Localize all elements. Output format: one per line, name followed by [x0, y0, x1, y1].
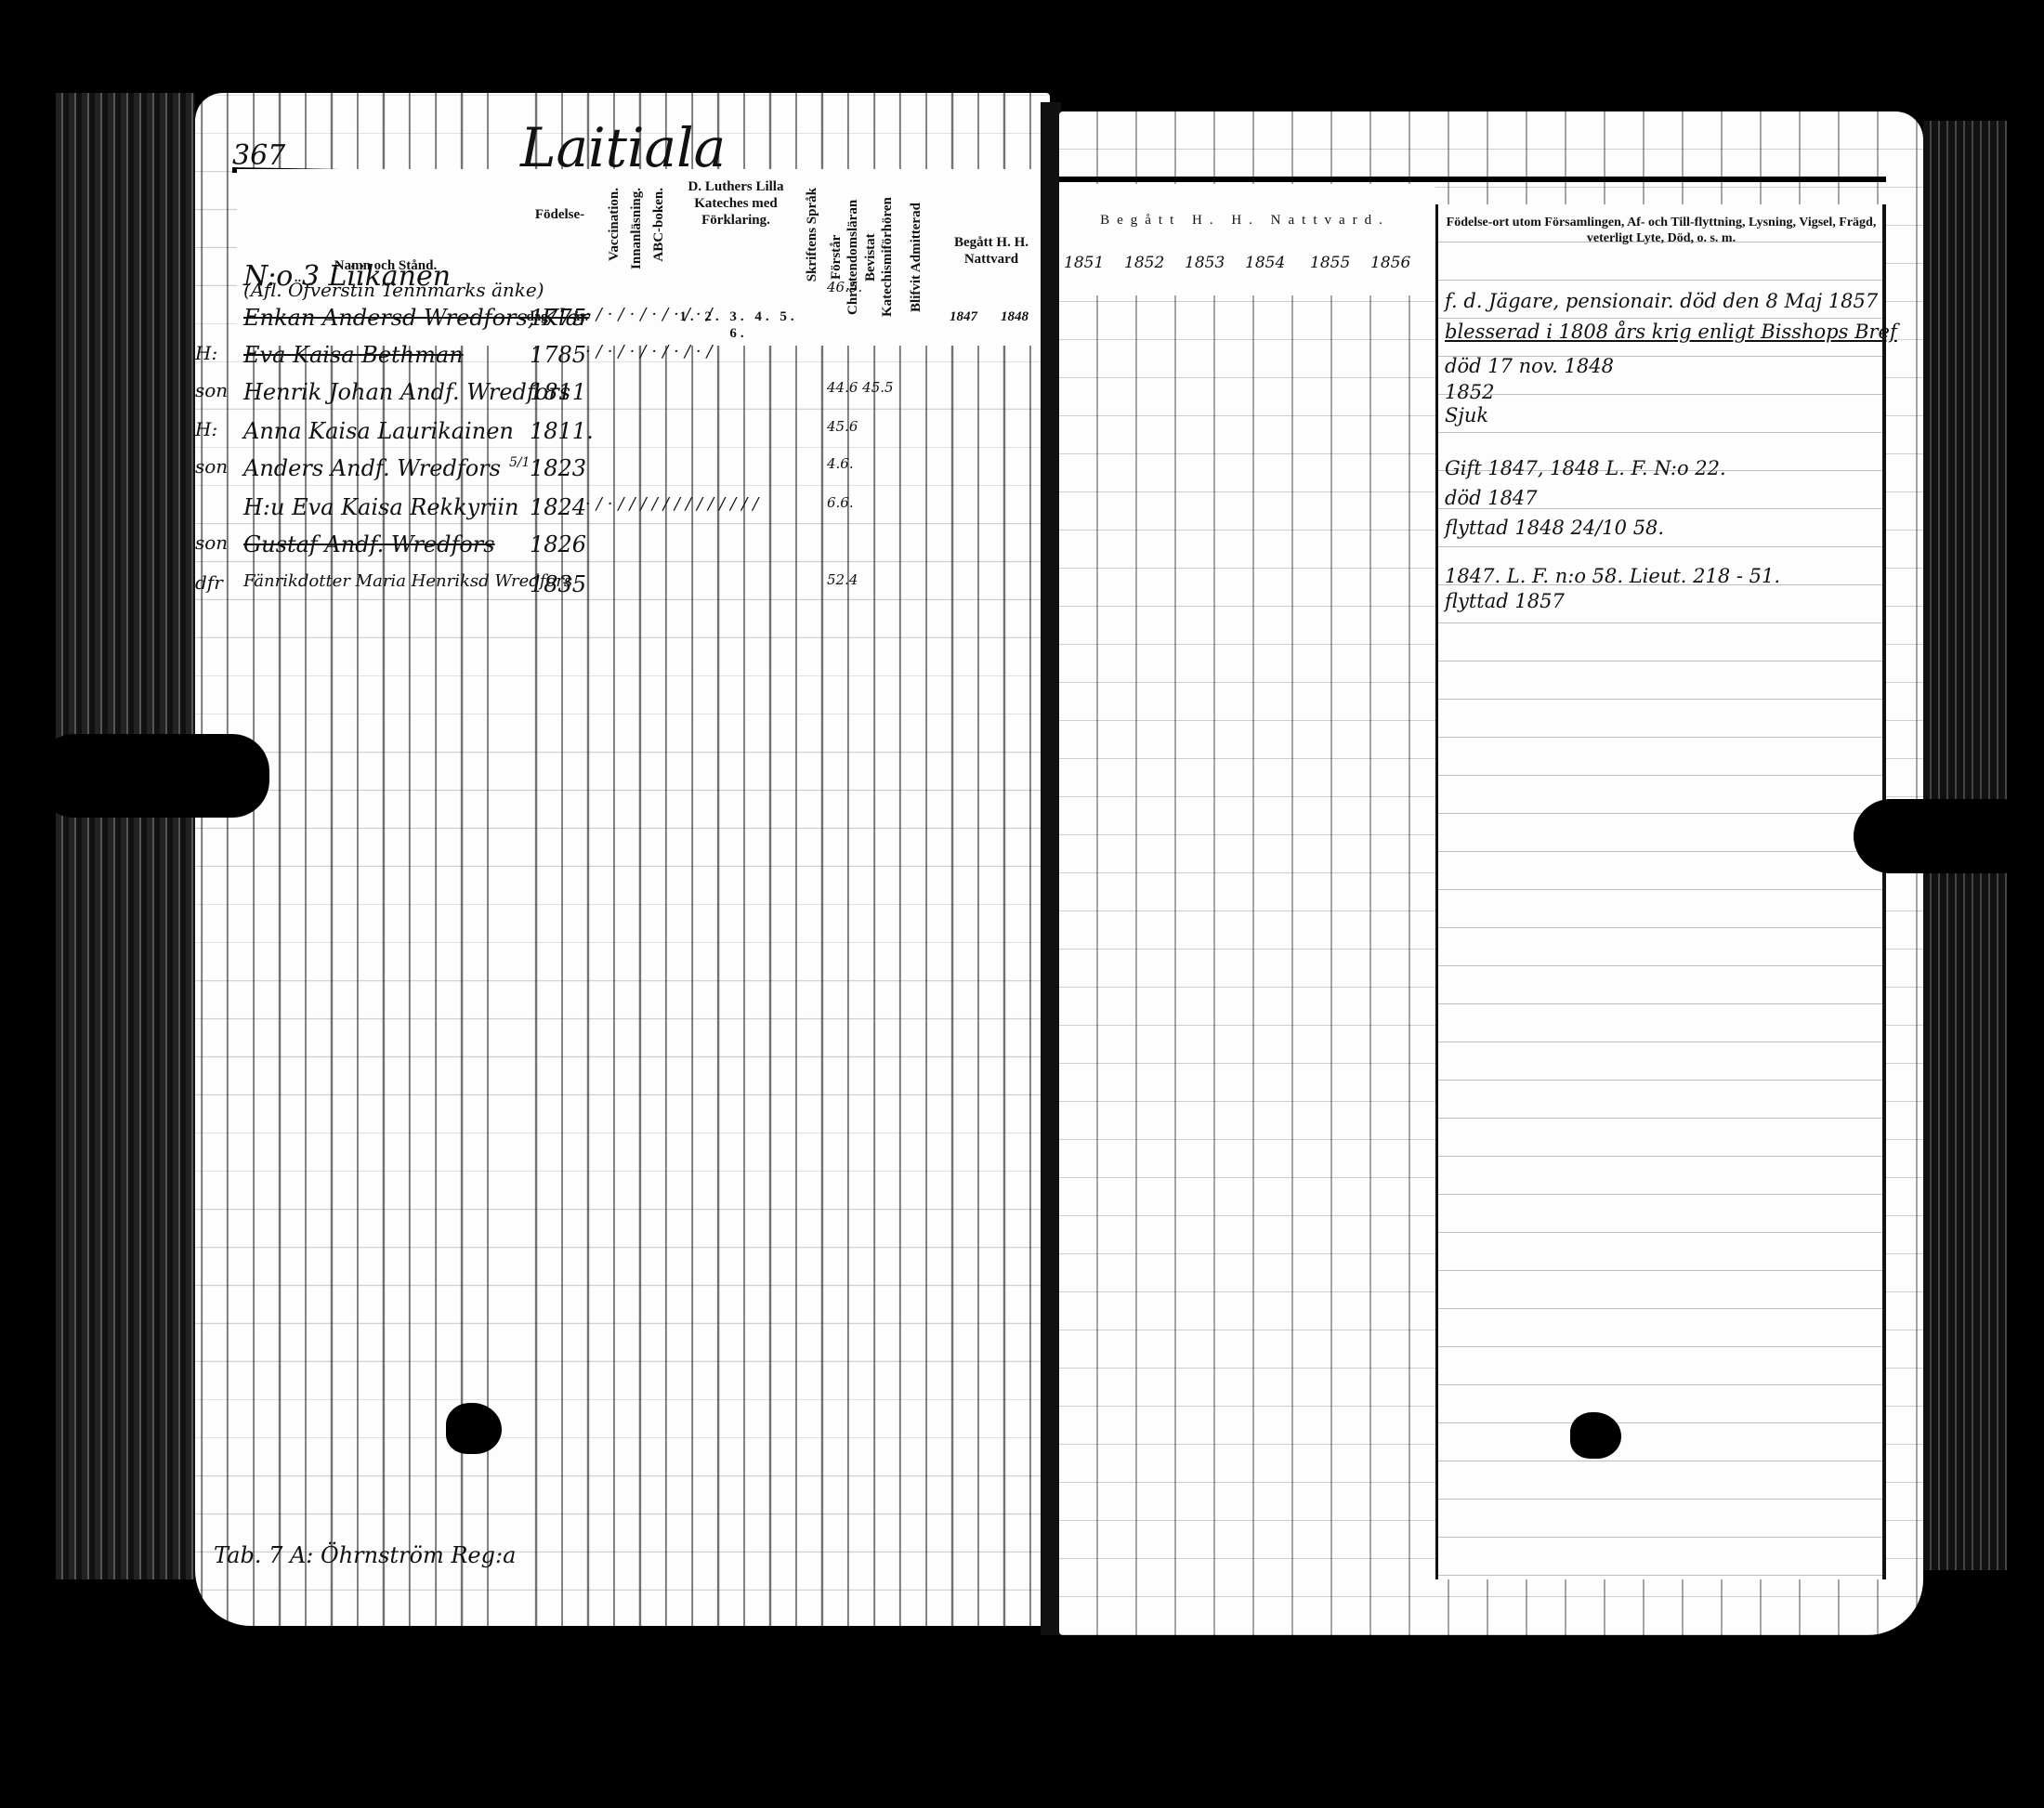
- row-prefix: son: [195, 531, 229, 554]
- remark: död 1847: [1445, 487, 1538, 509]
- row-year: 1824: [530, 494, 587, 520]
- page-title: Laitiala: [520, 116, 727, 179]
- ink-stain: [1570, 1412, 1621, 1459]
- row-score: 6.6.: [827, 494, 854, 511]
- part-3: 3.: [729, 309, 748, 324]
- row-score: 46.5.: [827, 279, 863, 295]
- row-year: 1835: [530, 571, 587, 597]
- remark: Gift 1847, 1848 L. F. N:o 22.: [1445, 457, 1726, 479]
- row-year: 1823: [530, 455, 587, 481]
- table-row: H: Anna Kaisa Laurikainen 1811. 45.6: [195, 418, 1050, 455]
- header-rule: [1059, 177, 1886, 182]
- catechism-parts: 1. 2. 3. 4. 5. 6.: [678, 308, 799, 342]
- table-row: (Afl. Öfverstin Tennmarks änke) 46.5.: [195, 279, 1050, 316]
- row-prefix: dfr: [195, 571, 223, 594]
- part-1: 1.: [679, 309, 698, 324]
- ink-stain: [446, 1403, 502, 1454]
- row-name: Anders Andf. Wredfors: [243, 455, 501, 481]
- birth-header: Födelse-: [534, 207, 585, 222]
- row-name: Gustaf Andf. Wredfors: [243, 531, 495, 557]
- row-name: H:u Eva Kaisa Rekkyriin: [243, 494, 519, 520]
- part-2: 2.: [704, 309, 723, 324]
- row-score: 52.4: [827, 571, 858, 588]
- row-marks: ·/·/////////////: [585, 494, 765, 514]
- year-label: 1855: [1310, 254, 1351, 272]
- innanlasning-label: Innanläsning.: [629, 188, 644, 269]
- begatt-label: Begått H. H. Nattvard: [954, 235, 1029, 267]
- begatt-header: Begått H. H. Nattvard 1847 1848: [940, 169, 1042, 346]
- birth-column-header: Födelse- dag. år.: [516, 169, 606, 346]
- remarks-header: Födelse-ort utom Församlingen, Af- och T…: [1446, 216, 1877, 245]
- row-prefix: H:: [195, 418, 218, 440]
- catechism-label: D. Luthers Lilla Kateches med Förklaring…: [688, 179, 784, 228]
- remark: flyttad 1848 24/10 58.: [1445, 517, 1665, 539]
- row-name: (Afl. Öfverstin Tennmarks änke): [243, 279, 544, 301]
- row-score: 4.6.: [827, 455, 854, 472]
- year-1848: 1848: [1001, 309, 1029, 324]
- year-label: 1853: [1185, 254, 1225, 272]
- catechism-header: D. Luthers Lilla Kateches med Förklaring…: [671, 169, 803, 346]
- row-year: 1785: [530, 342, 587, 368]
- bottom-note: Tab. 7 A: Öhrnström Reg:a: [214, 1542, 517, 1568]
- row-year: 1775: [530, 305, 587, 331]
- birth-year-header: år.: [572, 309, 589, 324]
- part-5: 5.: [780, 309, 798, 324]
- abc-label: ABC-boken.: [651, 188, 666, 262]
- remark: död 17 nov. 1848: [1445, 355, 1614, 377]
- year-label: 1851: [1064, 254, 1105, 272]
- communion-header-label: Begått H. H. Nattvard.: [1100, 213, 1390, 228]
- row-prefix: H:: [195, 342, 218, 364]
- remark: Sjuk: [1445, 404, 1489, 426]
- row-marks: ·/·/·/·/·/·/: [585, 305, 718, 324]
- row-year: 1811.: [530, 418, 594, 444]
- row-name: Anna Kaisa Laurikainen: [243, 418, 514, 444]
- part-6: 6.: [729, 326, 748, 341]
- communion-header: Begått H. H. Nattvard. 1851 1852 1853 18…: [1059, 184, 1435, 295]
- row-name: Eva Kaisa Bethman: [243, 342, 464, 368]
- part-4: 4.: [754, 309, 773, 324]
- year-label: 1856: [1370, 254, 1411, 272]
- remark: flyttad 1857: [1445, 590, 1565, 612]
- table-row: H:u Eva Kaisa Rekkyriin 1824·/·//////////…: [195, 494, 1050, 531]
- page-number: 367: [232, 139, 286, 172]
- remark: f. d. Jägare, pensionair. död den 8 Maj …: [1445, 290, 1879, 312]
- remark: 1847. L. F. n:o 58. Lieut. 218 - 51.: [1445, 565, 1781, 587]
- table-row: H: Eva Kaisa Bethman 1785·/·/·/·/·/·/: [195, 342, 1050, 379]
- row-day: 5/1: [509, 455, 531, 470]
- finger-right: [1854, 799, 2039, 873]
- table-row: son Gustaf Andf. Wredfors 1826: [195, 531, 1050, 569]
- name-column-header: Namn och Stånd.: [237, 169, 518, 346]
- household-name: N:o 3 Liikanen: [243, 260, 452, 293]
- name-header: Namn och Stånd.: [334, 258, 438, 273]
- row-name: Enkan Andersd Wredfors, Klar: [243, 305, 590, 331]
- row-marks: ·/·/·/·/·/·/: [585, 342, 718, 361]
- right-page: Begått H. H. Nattvard. 1851 1852 1853 18…: [1059, 111, 1923, 1635]
- row-prefix: son: [195, 379, 229, 401]
- remark: blesserad i 1808 års krig enligt Bisshop…: [1445, 321, 1897, 343]
- birth-day-header: dag.: [526, 309, 552, 324]
- row-year: 1826: [530, 531, 587, 557]
- remarks-column: Födelse-ort utom Församlingen, Af- och T…: [1435, 204, 1886, 1579]
- vaccination-label: Vaccination.: [607, 188, 622, 262]
- row-year: 1811: [530, 379, 587, 405]
- row-prefix: son: [195, 455, 229, 478]
- finger-left: [37, 734, 269, 818]
- household-heading: N:o 3 Liikanen: [195, 260, 1050, 297]
- year-label: 1854: [1245, 254, 1286, 272]
- row-name: Fänrikdotter Maria Henriksd Wredfors: [243, 571, 573, 591]
- book-spine: [1041, 102, 1061, 1635]
- remark: 1852: [1445, 381, 1495, 403]
- row-score: 45.6: [827, 418, 858, 435]
- row-name: Henrik Johan Andf. Wredfors: [243, 379, 571, 405]
- row-score: 44.6 45.5: [827, 379, 894, 396]
- year-label: 1852: [1124, 254, 1165, 272]
- left-page: 367 Laitiala Namn och Stånd. Födelse- da…: [195, 93, 1050, 1626]
- year-1847: 1847: [950, 309, 977, 324]
- book-edge-left: [56, 93, 195, 1579]
